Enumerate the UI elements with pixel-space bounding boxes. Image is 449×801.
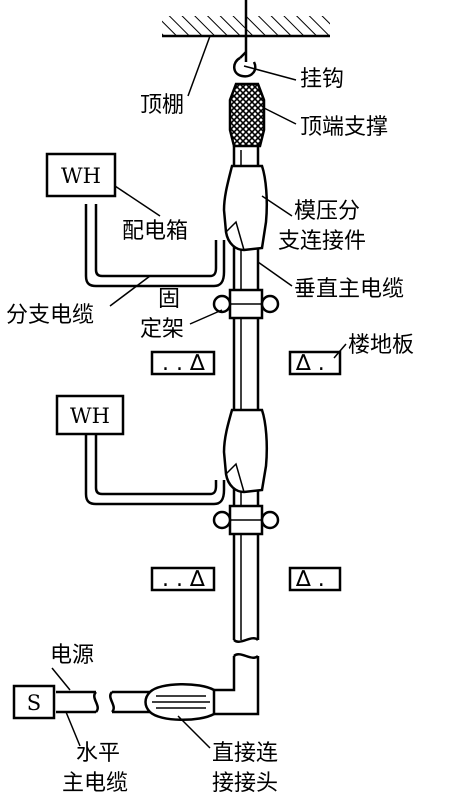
floor-slab-2: . . ∆ ∆ . [150, 566, 342, 592]
meter-box-1: WH [45, 152, 117, 198]
label-distribution-box: 配电箱 [122, 219, 188, 244]
label-molded-connector-2: 支连接件 [278, 229, 366, 254]
label-direct-joint-2: 接接头 [212, 771, 278, 796]
label-horizontal-cable-2: 主电缆 [62, 771, 128, 796]
svg-text:. . ∆: . . ∆ [162, 567, 205, 592]
branch-cable-2 [84, 434, 226, 506]
labels: 挂钩 顶棚 顶端支撑 配电箱 模压分 支连接件 垂直主电缆 分支电缆 固 定架 … [6, 67, 414, 796]
label-ceiling: 顶棚 [140, 93, 184, 118]
label-hook: 挂钩 [300, 67, 344, 92]
horizontal-main-cable [56, 690, 150, 714]
label-fixing-bracket-1: 固 [158, 287, 180, 312]
direct-splice-joint [144, 682, 216, 722]
label-floor-slab: 楼地板 [348, 333, 414, 358]
svg-text:∆ .: ∆ . [295, 567, 325, 592]
label-fixing-bracket-2: 定架 [140, 317, 184, 342]
power-source-box: S [12, 684, 56, 720]
label-vertical-main-cable: 垂直主电缆 [294, 277, 404, 302]
top-support [228, 82, 266, 148]
meter-box-label-2: WH [70, 404, 110, 428]
label-direct-joint-1: 直接连 [212, 741, 278, 766]
leader-lines [51, 35, 347, 749]
label-power-source: 电源 [50, 643, 94, 668]
meter-box-label-1: WH [61, 164, 101, 188]
label-branch-cable: 分支电缆 [6, 303, 94, 328]
hook [233, 0, 257, 78]
molded-branch-connector-2 [222, 408, 269, 494]
floor-slab-1: . . ∆ ∆ . [150, 350, 342, 376]
lower-cable-bend [214, 656, 260, 716]
svg-text:. . ∆: . . ∆ [162, 351, 205, 376]
fixing-bracket-2 [212, 504, 280, 536]
molded-branch-connector-1 [222, 164, 269, 252]
cable-break [233, 637, 259, 659]
svg-text:∆ .: ∆ . [295, 351, 325, 376]
label-molded-connector-1: 模压分 [294, 199, 360, 224]
label-horizontal-cable-1: 水平 [76, 741, 120, 766]
power-source-box-label: S [27, 691, 41, 715]
meter-box-2: WH [55, 394, 125, 436]
branch-cable-1 [84, 204, 226, 288]
label-top-support: 顶端支撑 [300, 115, 388, 140]
fixing-bracket-1 [212, 288, 280, 320]
